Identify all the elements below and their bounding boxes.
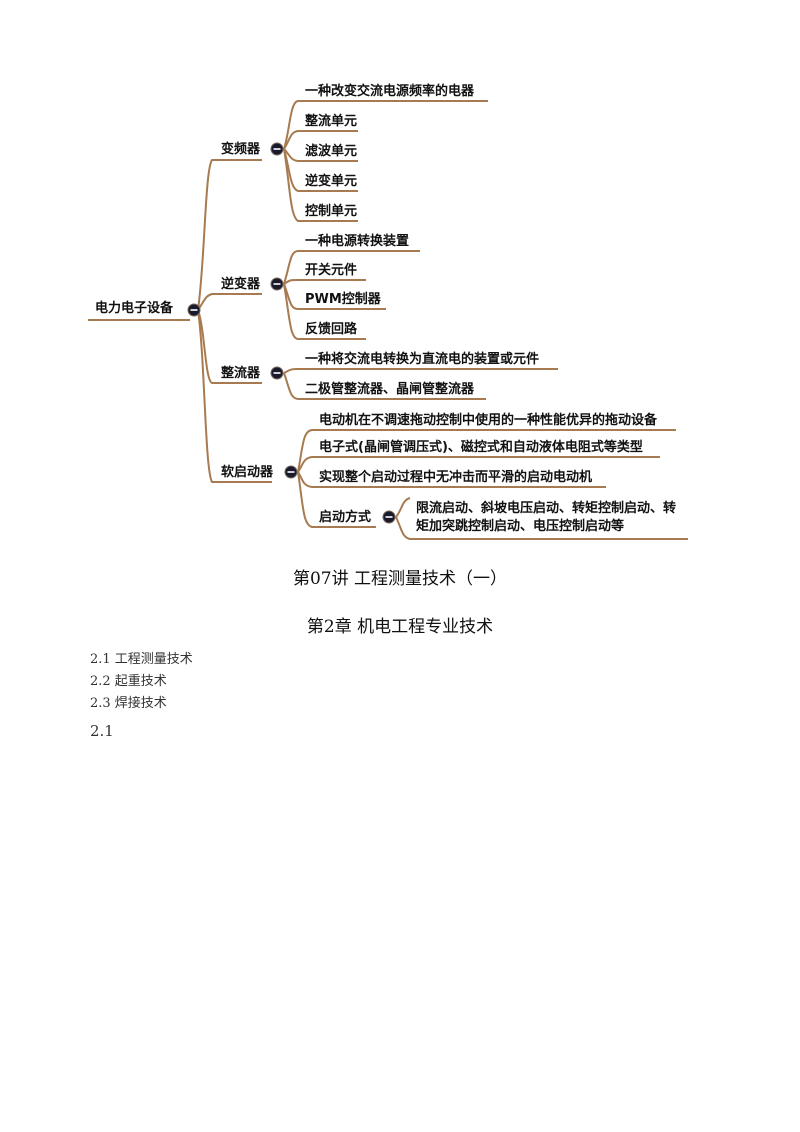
bianpinqi-item: 整流单元 (305, 114, 358, 129)
mind-map: 电力电子设备 变频器 逆变器 整流器 软启动器 一种改变交流电源频率的电器 整流… (0, 0, 800, 560)
connector-bianpinqi (197, 159, 262, 311)
toc-item: 2.2 起重技术 (90, 674, 167, 689)
nibianqi-item: 反馈回路 (305, 322, 358, 337)
mind-map-connectors (88, 100, 688, 540)
toc-item: 2.3 焊接技术 (90, 696, 167, 711)
chapter-title: 第2章 机电工程专业技术 (306, 617, 494, 637)
nibianqi-item: 一种电源转换装置 (305, 234, 410, 249)
zhengliuqi-item: 一种将交流电转换为直流电的装置或元件 (305, 352, 540, 367)
connector-ruanqidongqi (197, 309, 272, 483)
section-heading: 2.1 (90, 722, 114, 740)
qidongfangshi-label: 启动方式 (319, 510, 372, 525)
qidongfangshi-text: 限流启动、斜坡电压启动、转矩控制启动、转矩加突跳控制启动、电压控制启动等 (416, 501, 677, 534)
bianpinqi-item: 滤波单元 (305, 144, 358, 159)
branch-nibianqi: 逆变器 (221, 277, 261, 292)
connector-zhengliuqi (197, 309, 262, 384)
nibianqi-item: 开关元件 (305, 263, 358, 278)
ruanqidongqi-item: 电子式(晶闸管调压式)、磁控式和自动液体电阻式等类型 (319, 440, 643, 455)
root-node: 电力电子设备 (95, 301, 174, 316)
bianpinqi-item: 逆变单元 (305, 174, 358, 189)
branch-bianpinqi: 变频器 (221, 142, 261, 157)
ruanqidongqi-item: 实现整个启动过程中无冲击而平滑的启动电动机 (319, 470, 593, 485)
ruanqidongqi-item: 电动机在不调速拖动控制中使用的一种性能优异的拖动设备 (319, 413, 658, 428)
connector-nibianqi (197, 293, 262, 311)
lecture-title: 第07讲 工程测量技术（一） (292, 569, 508, 589)
branch-zhengliuqi: 整流器 (221, 366, 261, 381)
nibianqi-item: PWM控制器 (305, 292, 381, 307)
toc-item: 2.1 工程测量技术 (90, 652, 193, 667)
zhengliuqi-item: 二极管整流器、晶闸管整流器 (305, 382, 475, 397)
bianpinqi-item: 一种改变交流电源频率的电器 (305, 84, 475, 99)
bianpinqi-item: 控制单元 (305, 204, 358, 219)
branch-ruanqidongqi: 软启动器 (221, 465, 274, 480)
